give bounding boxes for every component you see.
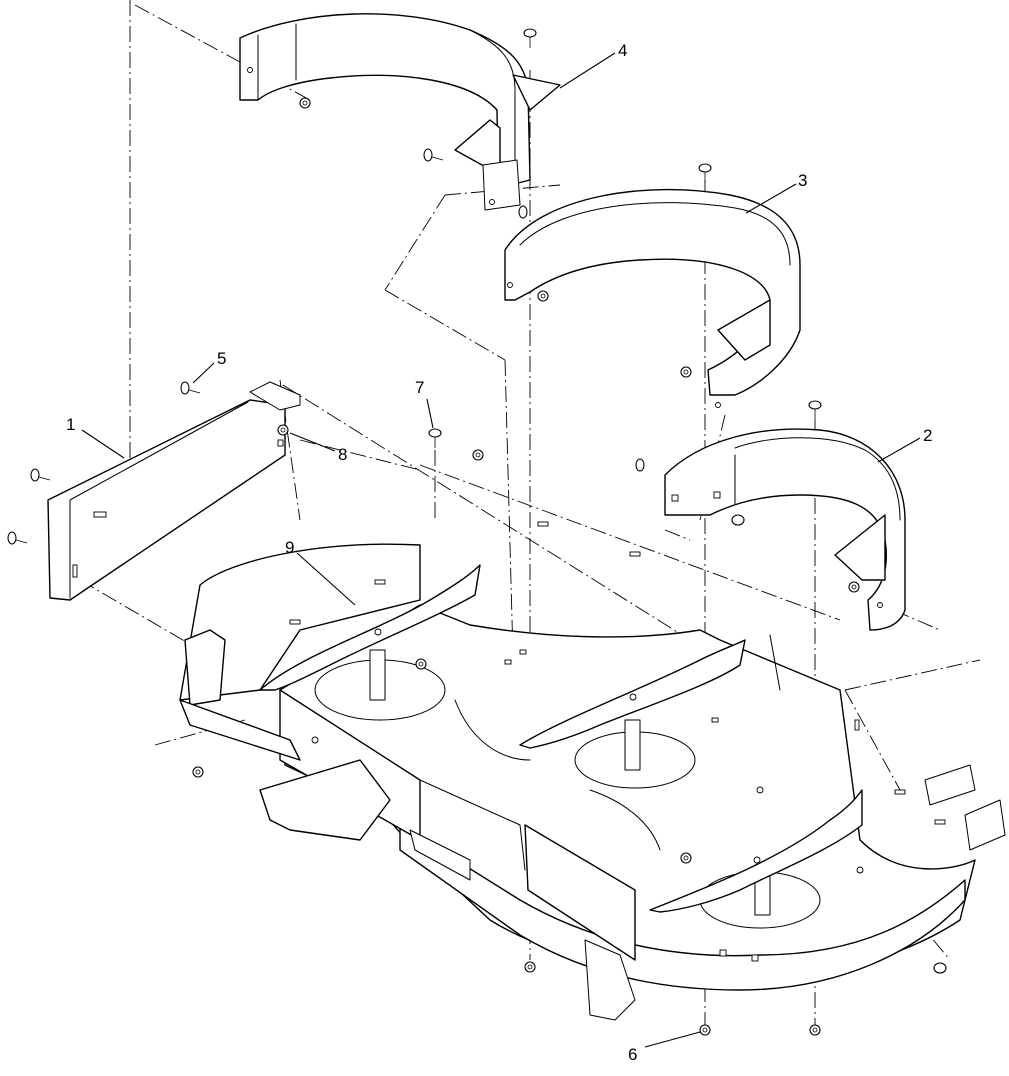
- callout-labels: 1 2 3 4 5 6 7 8 9: [66, 41, 932, 1064]
- callout-2: 2: [923, 426, 932, 445]
- hardware: [7, 28, 947, 1036]
- part-4-left-baffle: [239, 13, 561, 211]
- flange-nut-f: [415, 658, 427, 670]
- carriage-bolt-side-1: [30, 468, 51, 482]
- flange-locknut-6: [699, 1024, 711, 1036]
- flange-nut-e: [848, 581, 860, 593]
- carriage-bolt-baffle4-a: [423, 148, 444, 162]
- carriage-bolt-5: [180, 381, 201, 395]
- carriage-bolt-side-2: [7, 531, 28, 545]
- carriage-bolt-right: [808, 400, 822, 420]
- callout-1: 1: [66, 415, 75, 434]
- part-1-rear-plate: [47, 381, 301, 601]
- callout-7: 7: [415, 378, 424, 397]
- mower-deck: [179, 521, 1006, 1021]
- callout-5: 5: [217, 349, 226, 368]
- flange-locknut-1: [524, 961, 536, 973]
- part-9-blades: [259, 564, 863, 913]
- flange-nut-g: [192, 766, 204, 778]
- callout-3: 3: [798, 171, 807, 190]
- flange-nut-h: [680, 852, 692, 864]
- callout-6: 6: [628, 1045, 637, 1064]
- flange-nut-c: [680, 366, 692, 378]
- callout-4: 4: [618, 41, 627, 60]
- carriage-bolt-center: [698, 163, 712, 183]
- callout-9: 9: [285, 538, 294, 557]
- callout-leaders: [81, 52, 921, 1048]
- carriage-bolt-7: [428, 428, 442, 448]
- part-2-right-baffle: [664, 428, 906, 631]
- carriage-bolt-front: [933, 962, 947, 974]
- carriage-bolt-baffle2: [635, 458, 645, 472]
- carriage-bolt-baffle2-b: [731, 514, 745, 526]
- part-3-center-baffle: [504, 188, 801, 408]
- flange-locknut-3: [809, 1024, 821, 1036]
- callout-8: 8: [338, 445, 347, 464]
- flange-nut-d: [472, 449, 484, 461]
- carriage-bolt-top: [523, 28, 537, 48]
- carriage-bolt-baffle4-b: [518, 205, 528, 219]
- flange-nut-8: [277, 424, 289, 436]
- flange-nut-a: [299, 97, 311, 109]
- flange-nut-b: [537, 290, 549, 302]
